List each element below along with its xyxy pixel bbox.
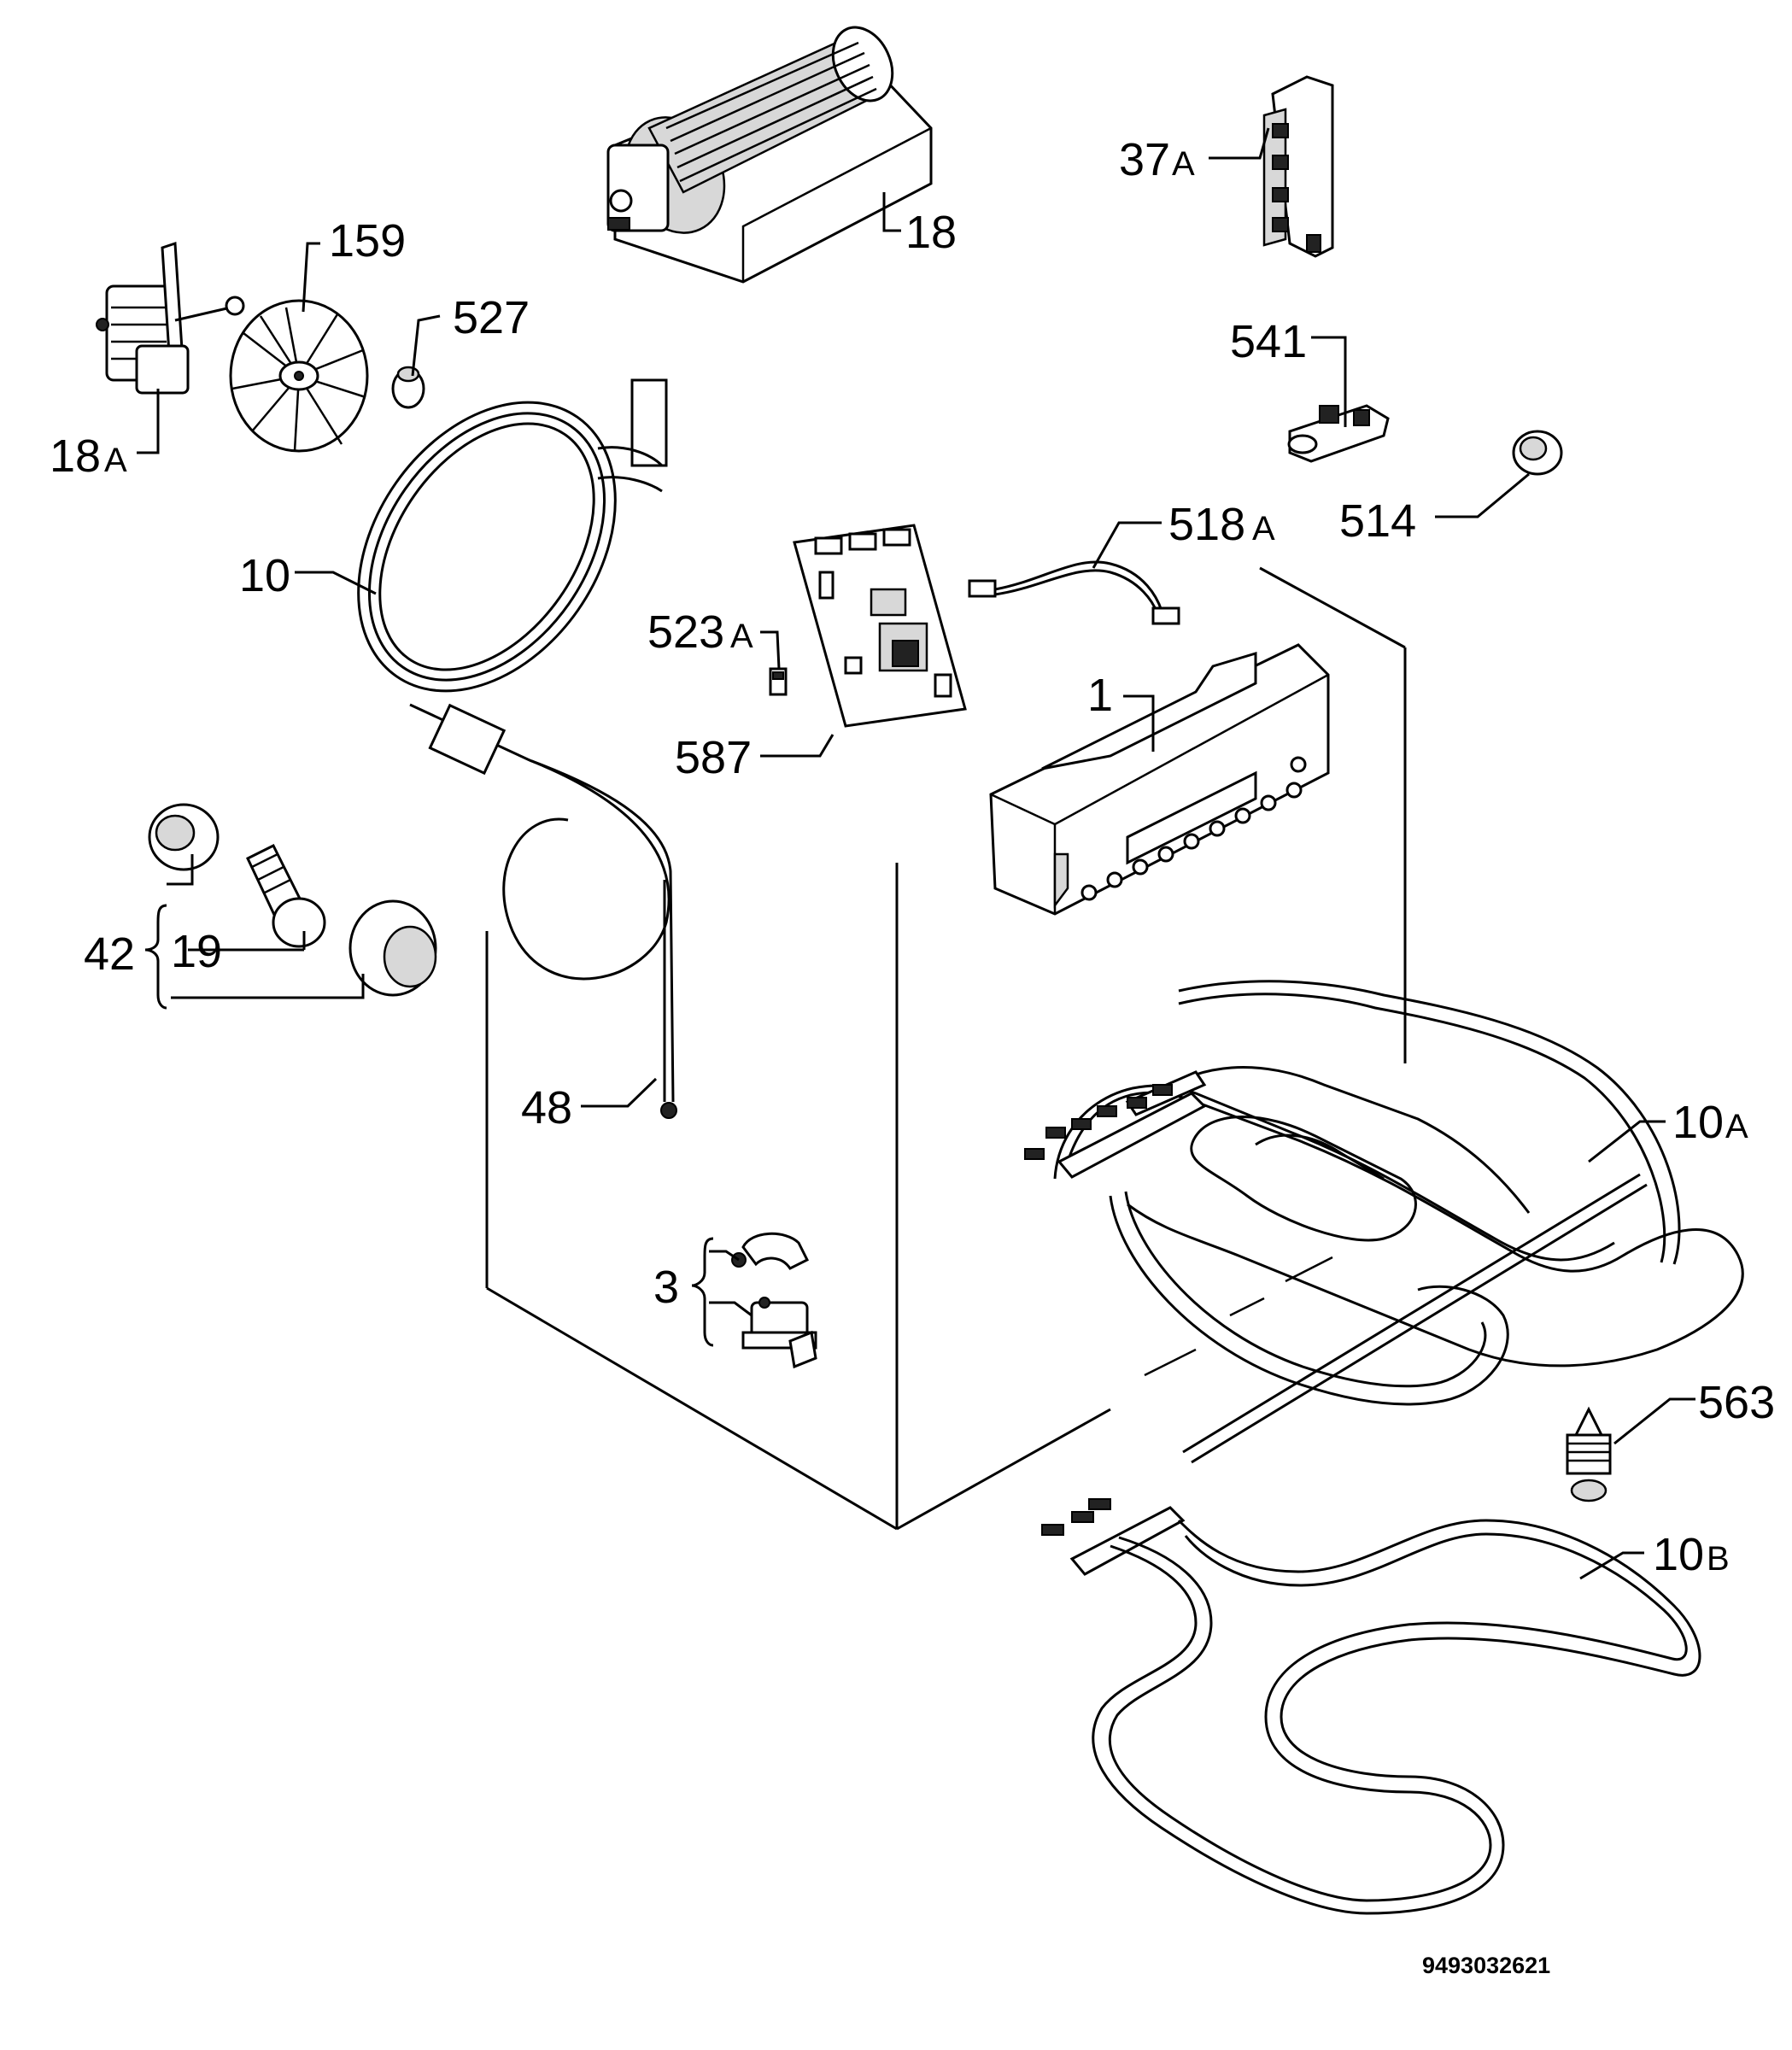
control-panel-part: [989, 643, 1330, 916]
adjustable-foot-part: [1566, 1406, 1612, 1502]
grill-heating-element-part: [1024, 980, 1744, 1464]
label-part-527: 527: [453, 292, 530, 343]
terminal-block-part: [1262, 75, 1334, 258]
label-part-37a-suffix: A: [1172, 145, 1195, 183]
label-part-10b-number: 10: [1653, 1529, 1704, 1580]
label-part-523a-number: 523: [647, 606, 724, 658]
label-part-10b-suffix: B: [1707, 1540, 1730, 1578]
switch-part: [1287, 404, 1390, 463]
label-part-48: 48: [521, 1082, 572, 1133]
label-part-523a-suffix: A: [730, 618, 753, 655]
cable-harness-part: [968, 560, 1180, 625]
bottom-heating-element-part: [1041, 1498, 1701, 1915]
part-labels: 18 37 A 159 527 18 A 541 10 514 518 A 52…: [50, 134, 1775, 1580]
label-part-18a-number: 18: [50, 430, 101, 482]
label-part-518a-number: 518: [1168, 499, 1245, 550]
fan-impeller-part: [229, 299, 369, 453]
label-part-514: 514: [1339, 495, 1416, 547]
label-part-159: 159: [329, 215, 406, 266]
tangential-fan-part: [606, 26, 933, 284]
fan-motor-part: [96, 241, 245, 395]
label-part-563: 563: [1698, 1377, 1775, 1428]
document-number: 9493032621: [1422, 1953, 1550, 1978]
label-part-18: 18: [905, 207, 957, 258]
fuse-connector-part: [769, 667, 788, 696]
leader-lines: [137, 127, 1695, 1580]
oven-cabinet-outline: [485, 566, 1407, 1531]
label-part-37a-number: 37: [1119, 134, 1170, 185]
label-part-19: 19: [171, 926, 222, 977]
braces: [144, 904, 714, 1347]
label-part-18a-suffix: A: [104, 442, 127, 479]
label-part-42: 42: [84, 928, 135, 980]
electronic-board-part: [793, 524, 967, 728]
label-part-10a-suffix: A: [1725, 1108, 1748, 1145]
nut-part: [391, 366, 425, 409]
label-part-3: 3: [653, 1262, 679, 1313]
label-part-1: 1: [1087, 670, 1113, 721]
oven-lamp-assembly: [148, 803, 437, 997]
temperature-sensor-part: [409, 703, 677, 1119]
safety-thermostat-part: [731, 1232, 817, 1369]
label-part-10a-number: 10: [1672, 1097, 1724, 1148]
label-part-518a-suffix: A: [1252, 510, 1275, 548]
label-part-541: 541: [1230, 316, 1307, 367]
circular-heating-element-part: [357, 378, 668, 693]
label-part-10: 10: [239, 550, 290, 601]
lamp-grommet-part: [1512, 430, 1563, 476]
label-part-587: 587: [675, 732, 752, 783]
